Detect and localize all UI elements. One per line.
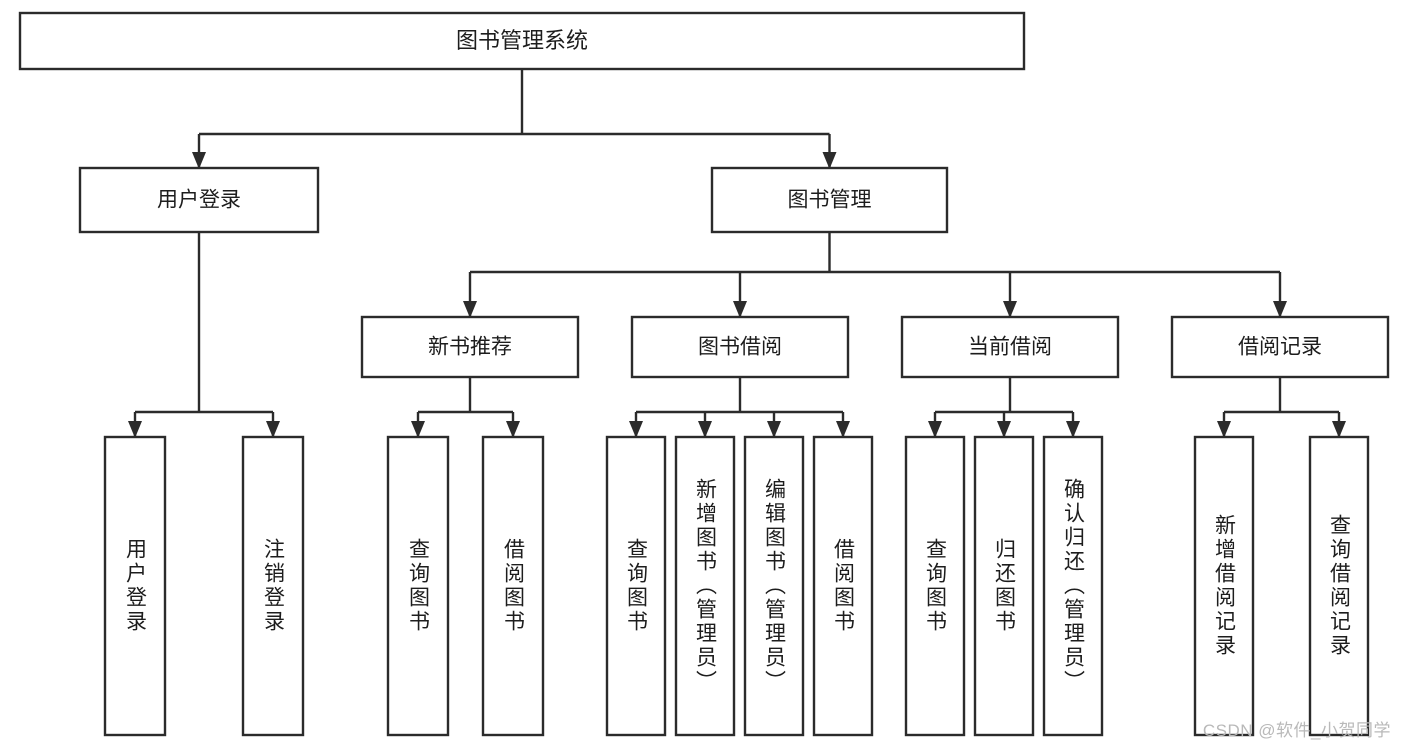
node-level3-label-3: 当前借阅 [968,336,1052,359]
node-leaf-9[interactable] [904,435,966,737]
node-leaf-10[interactable] [973,435,1035,737]
arrow-head-icon [1003,301,1017,318]
arrow-head-icon [463,301,477,318]
node-leaf-5[interactable] [605,435,667,737]
node-level2-label-1: 用户登录 [157,189,241,212]
arrow-head-icon [733,301,747,318]
arrow-head-icon [698,421,712,438]
arrow-head-icon [128,421,142,438]
arrow-head-icon [1217,421,1231,438]
node-leaf-3[interactable] [386,435,450,737]
arrow-head-icon [266,421,280,438]
arrow-head-icon [1273,301,1287,318]
node-level3-4[interactable] [1170,315,1390,379]
arrow-head-icon [192,152,206,169]
connector-layer [128,69,1346,438]
arrow-head-icon [997,421,1011,438]
node-level3-3[interactable] [900,315,1120,379]
arrow-head-icon [767,421,781,438]
arrow-head-icon [928,421,942,438]
node-root[interactable] [18,11,1026,71]
node-level2-label-2: 图书管理 [788,189,872,212]
node-leaf-11[interactable] [1042,435,1104,737]
arrow-head-icon [1332,421,1346,438]
node-level3-label-1: 新书推荐 [428,336,512,359]
arrow-head-icon [411,421,425,438]
node-level2-1[interactable] [78,166,320,234]
arrow-head-icon [1066,421,1080,438]
arrow-head-icon [629,421,643,438]
node-level2-2[interactable] [710,166,949,234]
node-level3-1[interactable] [360,315,580,379]
node-leaf-6[interactable] [674,435,736,737]
box-layer [18,11,1390,737]
arrow-head-icon [822,152,837,169]
node-leaf-2[interactable] [241,435,305,737]
arrow-head-icon [836,421,850,438]
node-root-label: 图书管理系统 [456,28,588,53]
watermark: CSDN @软件_小贺同学 [1202,721,1391,740]
node-leaf-13[interactable] [1308,435,1370,737]
node-leaf-1[interactable] [103,435,167,737]
node-leaf-7[interactable] [743,435,805,737]
node-level3-2[interactable] [630,315,850,379]
node-level3-label-2: 图书借阅 [698,336,782,359]
node-leaf-12[interactable] [1193,435,1255,737]
node-leaf-8[interactable] [812,435,874,737]
arrow-head-icon [506,421,520,438]
node-leaf-4[interactable] [481,435,545,737]
node-level3-label-4: 借阅记录 [1238,336,1322,359]
